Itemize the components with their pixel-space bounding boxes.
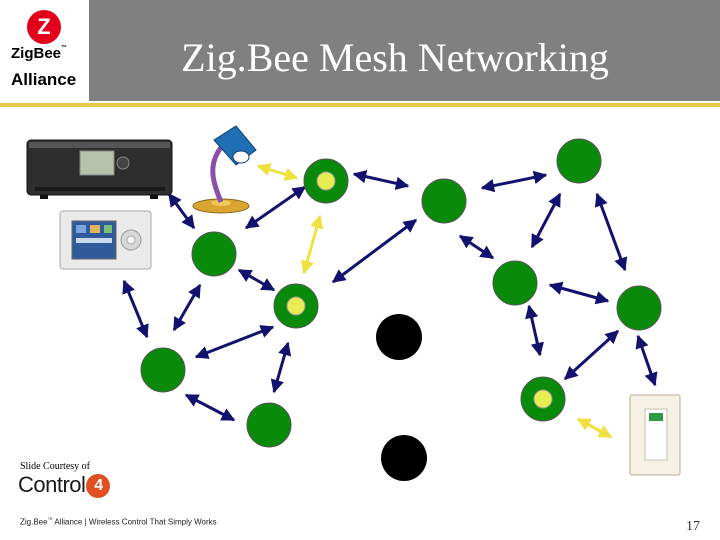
footer-text: Zig.Bee™ Alliance | Wireless Control Tha… [20, 517, 217, 527]
link-yellow [300, 214, 324, 275]
link-yellow [576, 417, 613, 439]
accent-rule [0, 103, 720, 107]
link [244, 185, 307, 230]
node-failed [376, 314, 422, 360]
link [237, 268, 276, 292]
link [122, 279, 149, 339]
link [270, 341, 292, 394]
link [594, 192, 628, 272]
desk-lamp-icon [192, 125, 257, 214]
mesh-nodes [140, 138, 662, 481]
light-switch-icon [629, 394, 681, 476]
node-failed [381, 435, 427, 481]
courtesy-text: Slide Courtesy of [20, 461, 90, 472]
link [548, 281, 610, 305]
page-number: 17 [686, 519, 700, 534]
node-router [520, 376, 566, 422]
link [331, 218, 418, 284]
mesh-links [122, 163, 658, 439]
zigbee-logo: Z ZigBee™ Alliance [0, 0, 89, 101]
logo-name: ZigBee™ [11, 45, 68, 62]
node-coordinator [492, 260, 538, 306]
link [480, 170, 548, 193]
link [352, 170, 410, 190]
logo-sub: Alliance [11, 70, 77, 89]
link [525, 304, 544, 357]
slide-title: Zig.Bee Mesh Networking [181, 35, 609, 80]
node-router [273, 283, 319, 329]
node-coordinator [191, 231, 237, 277]
link [167, 192, 196, 230]
media-controller-icon [26, 139, 173, 199]
link [458, 234, 495, 260]
link [563, 329, 620, 381]
node-coordinator [140, 347, 186, 393]
zigbee-z-icon: Z [27, 10, 61, 44]
node-coordinator [421, 178, 467, 224]
link [194, 325, 275, 359]
header-bar [0, 0, 720, 101]
link [184, 393, 236, 422]
node-coordinator [556, 138, 602, 184]
link [172, 283, 202, 332]
touch-panel-icon [59, 210, 152, 270]
node-coordinator [246, 402, 292, 448]
link [635, 334, 658, 387]
link-yellow [256, 163, 299, 181]
link [530, 192, 562, 249]
node-coordinator [616, 285, 662, 331]
node-router [303, 158, 349, 204]
